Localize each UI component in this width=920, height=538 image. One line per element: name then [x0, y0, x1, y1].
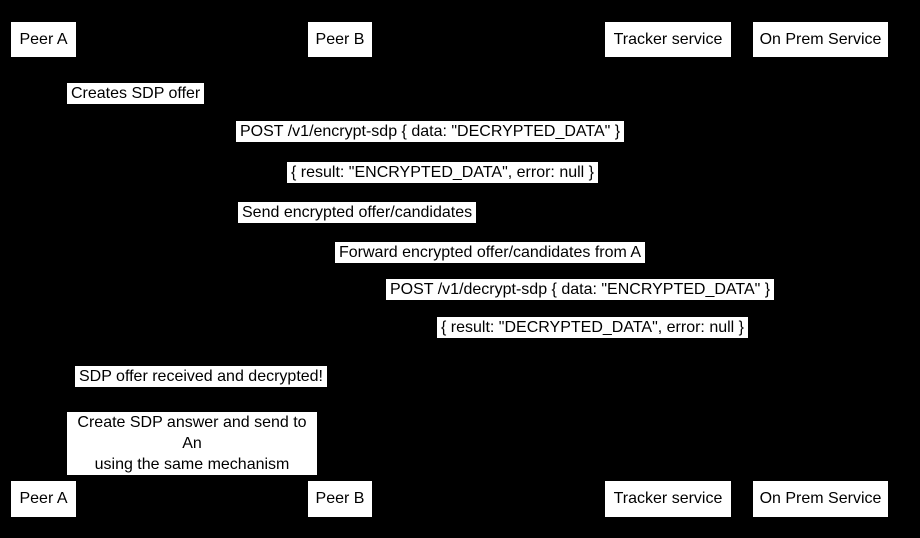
participant-on-prem-service-bottom: On Prem Service: [753, 481, 888, 517]
participant-tracker-service-top: Tracker service: [605, 22, 731, 57]
message-result-decrypted-data: { result: "DECRYPTED_DATA", error: null …: [437, 317, 749, 338]
message-post-decrypt-sdp: POST /v1/decrypt-sdp { data: "ENCRYPTED_…: [386, 279, 775, 300]
participant-peer-a-bottom: Peer A: [11, 481, 76, 517]
participant-peer-a-top: Peer A: [11, 22, 76, 57]
message-post-encrypt-sdp: POST /v1/encrypt-sdp { data: "DECRYPTED_…: [236, 121, 625, 142]
note-creates-sdp-offer: Creates SDP offer: [67, 83, 205, 104]
message-send-encrypted-offer: Send encrypted offer/candidates: [238, 202, 477, 223]
note-create-sdp-answer: Create SDP answer and send to An using t…: [67, 412, 317, 475]
participant-peer-b-bottom: Peer B: [308, 481, 372, 517]
participant-peer-b-top: Peer B: [308, 22, 372, 57]
participant-tracker-service-bottom: Tracker service: [605, 481, 731, 517]
message-forward-encrypted-offer: Forward encrypted offer/candidates from …: [335, 242, 646, 263]
participant-on-prem-service-top: On Prem Service: [753, 22, 888, 57]
note-sdp-offer-received: SDP offer received and decrypted!: [75, 366, 327, 387]
message-result-encrypted-data: { result: "ENCRYPTED_DATA", error: null …: [287, 162, 599, 183]
